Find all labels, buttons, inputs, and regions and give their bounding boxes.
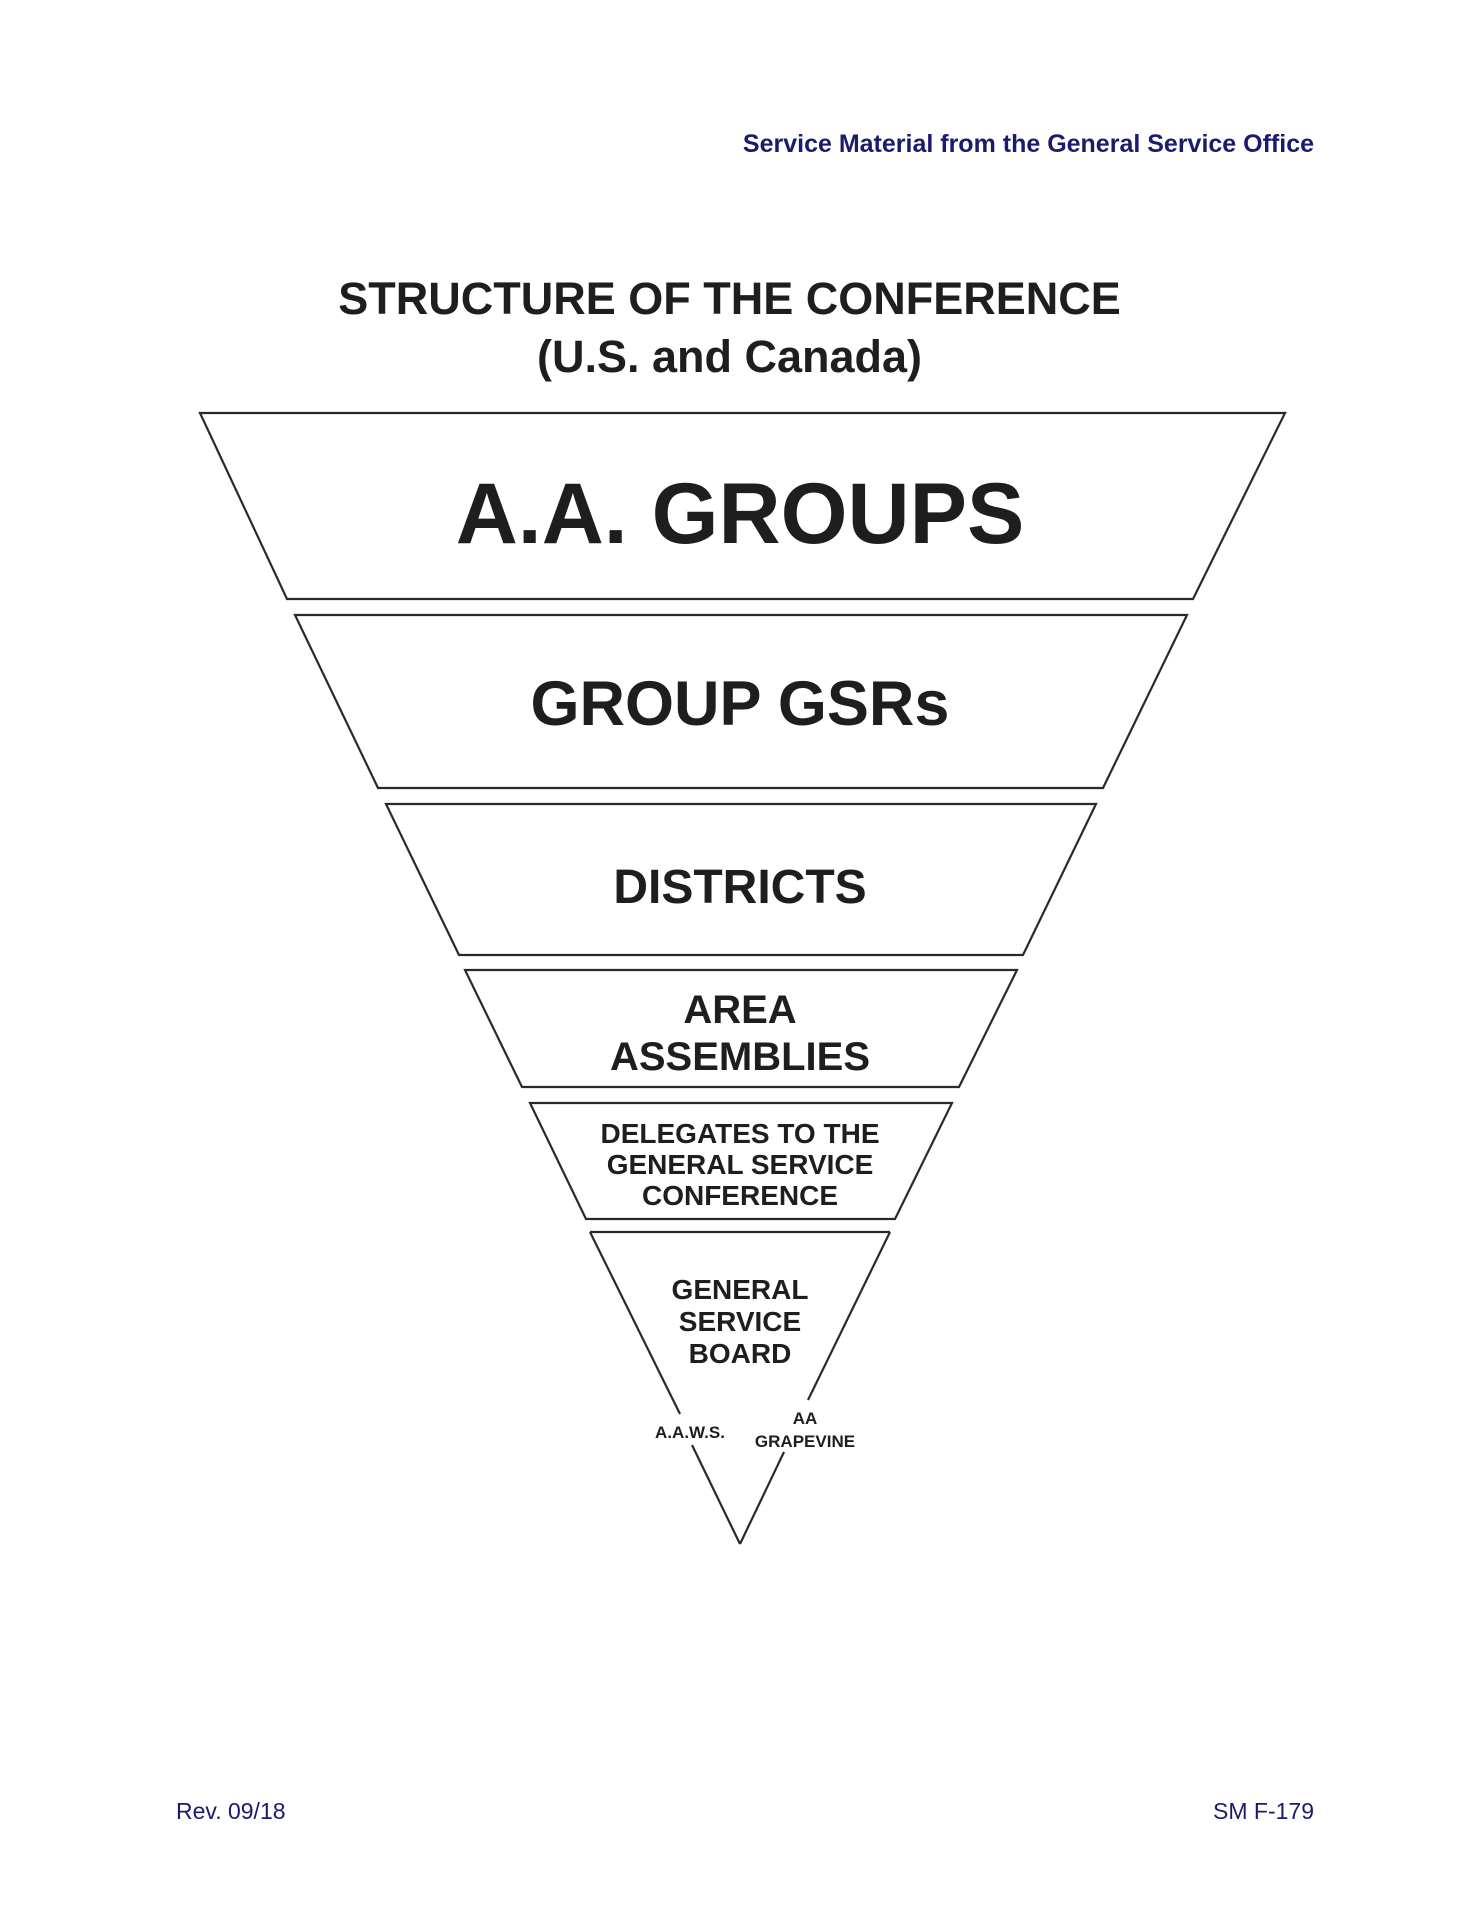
level-shape: [198, 411, 1287, 601]
level-label-line2: SERVICE: [679, 1306, 801, 1337]
sub-label-grapevine-line1: AA: [793, 1409, 818, 1428]
triangle-right-edge-upper: [807, 1231, 891, 1401]
page-title-line2: (U.S. and Canada): [536, 331, 923, 382]
level-shape: [293, 613, 1189, 790]
level-label-line2: GENERAL SERVICE: [607, 1149, 874, 1180]
page-title: STRUCTURE OF THE CONFERENCE (U.S. and Ca…: [0, 270, 1484, 386]
level-area-assemblies: AREA ASSEMBLIES: [463, 968, 1019, 1089]
triangle-right-edge-lower: [739, 1451, 785, 1545]
level-aa-groups: A.A. GROUPS: [198, 411, 1287, 601]
level-group-gsrs: GROUP GSRs: [293, 613, 1189, 790]
level-label: DISTRICTS: [613, 861, 866, 914]
sub-label-grapevine-line2: GRAPEVINE: [755, 1432, 855, 1451]
level-label-line3: BOARD: [689, 1338, 792, 1369]
revision-label: Rev. 09/18: [176, 1798, 286, 1824]
triangle-left-edge-upper: [589, 1231, 681, 1415]
level-districts: DISTRICTS: [384, 802, 1098, 957]
sub-label-aaws: A.A.W.S.: [655, 1423, 725, 1442]
level-label-line2: ASSEMBLIES: [610, 1035, 870, 1079]
level-general-service-board: GENERAL SERVICE BOARD A.A.W.S. AA GRAPEV…: [589, 1230, 891, 1545]
level-shape: [528, 1101, 954, 1221]
level-label-line1: AREA: [683, 988, 796, 1032]
level-shape: [463, 968, 1019, 1089]
level-label-line1: GENERAL: [672, 1274, 809, 1305]
level-delegates: DELEGATES TO THE GENERAL SERVICE CONFERE…: [528, 1101, 954, 1221]
level-label-line3: CONFERENCE: [642, 1180, 838, 1211]
level-label: A.A. GROUPS: [456, 466, 1025, 562]
level-label: GROUP GSRs: [531, 669, 950, 739]
page-title-line1: STRUCTURE OF THE CONFERENCE: [338, 273, 1121, 324]
triangle-left-edge-lower: [691, 1444, 741, 1545]
form-number: SM F-179: [1213, 1798, 1314, 1824]
level-shape: [384, 802, 1098, 957]
header-note: Service Material from the General Servic…: [742, 130, 1314, 158]
level-label-line1: DELEGATES TO THE: [601, 1118, 880, 1149]
